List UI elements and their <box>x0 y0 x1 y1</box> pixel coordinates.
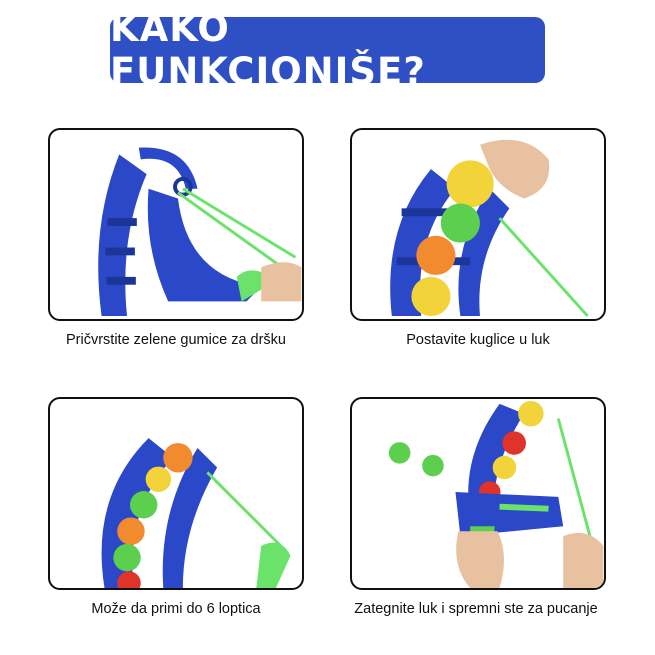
loading-balls-illustration <box>390 139 589 318</box>
step-2-caption: Postavite kuglice u luk <box>406 332 550 348</box>
step-1-image <box>48 128 304 321</box>
step-3-image <box>48 397 304 590</box>
step-1-caption: Pričvrstite zelene gumice za dršku <box>66 332 286 348</box>
shooting-illustration <box>388 400 604 588</box>
bow-band-attach-illustration <box>98 147 302 317</box>
six-balls-illustration <box>101 438 291 588</box>
step-3-caption: Može da primi do 6 loptica <box>91 601 261 617</box>
title-banner: KAKO FUNKCIONIŠE? <box>110 7 545 93</box>
step-2-image <box>350 128 606 321</box>
page-title: KAKO FUNKCIONIŠE? <box>110 7 426 93</box>
step-4-image <box>350 397 606 590</box>
step-4-caption: Zategnite luk i spremni ste za pucanje <box>354 601 598 617</box>
